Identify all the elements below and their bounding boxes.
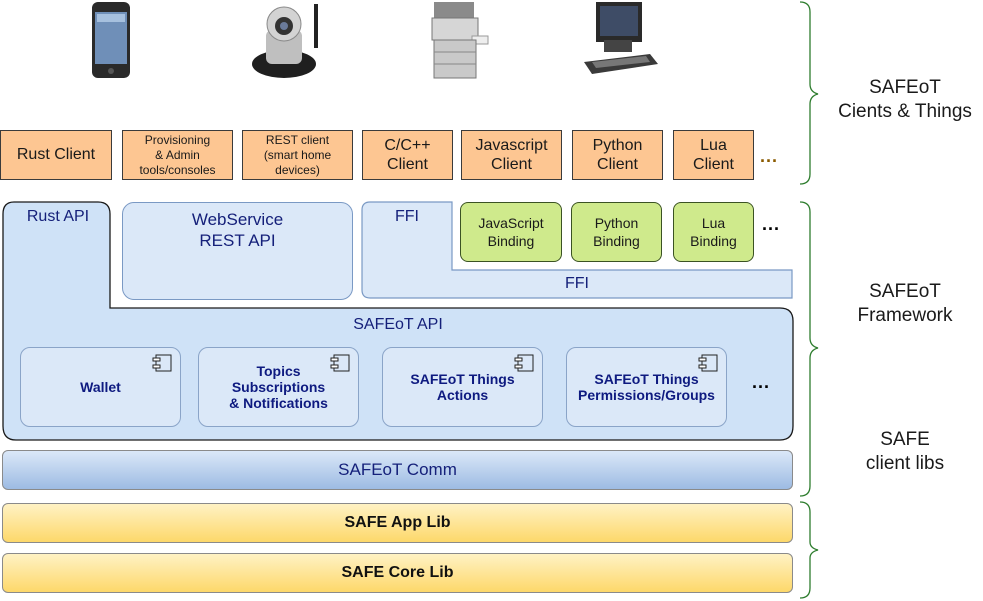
- component-wallet: Wallet: [20, 347, 181, 427]
- component-icon: [698, 354, 718, 372]
- ffi-bar-label: FFI: [565, 275, 589, 292]
- client-provisioning-admin: Provisioning & Admin tools/consoles: [122, 130, 233, 180]
- ip-camera-icon: [246, 0, 326, 82]
- component-topics: Topics Subscriptions & Notifications: [198, 347, 359, 427]
- grouping-braces: [799, 1, 819, 599]
- component-things-permissions: SAFEoT Things Permissions/Groups: [566, 347, 727, 427]
- binding-python: Python Binding: [571, 202, 662, 262]
- ffi-container: [361, 201, 793, 299]
- component-things-permissions-label: SAFEoT Things Permissions/Groups: [578, 370, 715, 403]
- client-python: Python Client: [572, 130, 663, 180]
- client-rest: REST client (smart home devices): [242, 130, 353, 180]
- safe-app-lib-layer: SAFE App Lib: [2, 503, 793, 543]
- component-icon: [330, 354, 350, 372]
- clients-more: ...: [760, 146, 779, 166]
- webservice-rest-api: WebService REST API: [122, 202, 353, 300]
- components-more: ...: [752, 372, 771, 392]
- label-clients-things: SAFEoT Cients & Things: [838, 77, 972, 122]
- printer-copier-icon: [428, 0, 490, 80]
- safeot-comm-layer: SAFEoT Comm: [2, 450, 793, 490]
- label-client-libs: SAFE client libs: [865, 429, 945, 474]
- smartphone-icon: [88, 0, 134, 80]
- client-lua: Lua Client: [673, 130, 754, 180]
- safeot-api-label: SAFEoT API: [353, 316, 443, 333]
- binding-lua: Lua Binding: [673, 202, 754, 262]
- component-wallet-label: Wallet: [80, 378, 121, 395]
- component-things-actions-label: SAFEoT Things Actions: [410, 370, 515, 403]
- rust-api-label: Rust API: [26, 208, 90, 225]
- safe-core-lib-layer: SAFE Core Lib: [2, 553, 793, 593]
- component-icon: [152, 354, 172, 372]
- component-topics-label: Topics Subscriptions & Notifications: [229, 362, 328, 412]
- client-javascript: Javascript Client: [461, 130, 562, 180]
- bindings-more: ...: [762, 214, 781, 234]
- client-rust: Rust Client: [0, 130, 112, 180]
- ffi-top-label: FFI: [395, 208, 419, 225]
- label-framework: SAFEoT Framework: [857, 281, 953, 326]
- component-things-actions: SAFEoT Things Actions: [382, 347, 543, 427]
- binding-javascript: JavaScript Binding: [460, 202, 562, 262]
- client-cpp: C/C++ Client: [362, 130, 453, 180]
- desktop-computer-icon: [580, 0, 660, 80]
- component-icon: [514, 354, 534, 372]
